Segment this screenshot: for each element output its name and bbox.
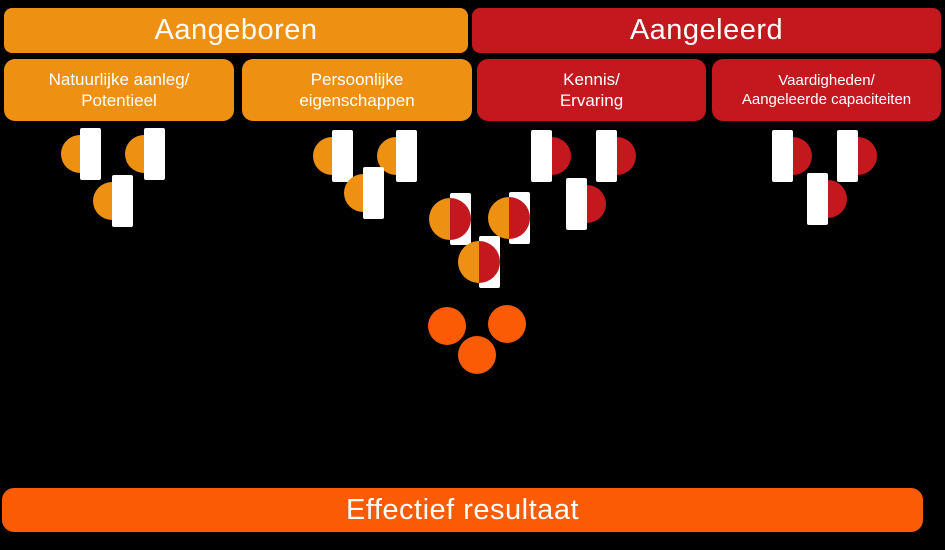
solid-orange-circle-icon [488, 305, 526, 343]
result-bar: Effectief resultaat [2, 488, 923, 532]
half-red-circle-icon [596, 130, 638, 182]
category-persoonlijke-eigenschappen: Persoonlijke eigenschappen [242, 59, 472, 121]
header-aangeboren: Aangeboren [4, 8, 468, 53]
orange-red-split-circle-icon [458, 236, 500, 288]
half-orange-circle-icon [123, 128, 165, 180]
category-vaardigheden-line2: Aangeleerde capaciteiten [741, 91, 912, 108]
orange-red-split-circle-icon [429, 193, 471, 245]
result-bar-label: Effectief resultaat [345, 493, 580, 526]
category-vaardigheden: Vaardigheden/ Aangeleerde capaciteiten [712, 59, 941, 121]
category-vaardigheden-line1: Vaardigheden/ [778, 72, 875, 89]
half-red-circle-icon [531, 130, 573, 182]
category-persoonlijke-eigenschappen-line1: Persoonlijke [310, 70, 404, 89]
half-orange-circle-icon [311, 130, 353, 182]
category-natuurlijke-aanleg: Natuurlijke aanleg/ Potentieel [4, 59, 234, 121]
category-natuurlijke-aanleg-line2: Potentieel [81, 91, 157, 110]
category-persoonlijke-eigenschappen-line2: eigenschappen [299, 91, 415, 110]
half-red-circle-icon [566, 178, 608, 230]
half-red-circle-icon [837, 130, 879, 182]
half-orange-circle-icon [91, 175, 133, 227]
category-kennis-ervaring-line2: Ervaring [559, 91, 624, 110]
category-kennis-ervaring-line1: Kennis/ [563, 70, 620, 89]
header-aangeboren-label: Aangeboren [154, 14, 318, 46]
half-red-circle-icon [807, 173, 849, 225]
solid-orange-circle-icon [458, 336, 496, 374]
half-orange-circle-icon [342, 167, 384, 219]
half-red-circle-icon [772, 130, 814, 182]
orange-red-split-circle-icon [488, 192, 530, 244]
half-orange-circle-icon [59, 128, 101, 180]
category-natuurlijke-aanleg-line1: Natuurlijke aanleg/ [48, 70, 190, 89]
solid-orange-circle-icon [428, 307, 466, 345]
header-aangeleerd-label: Aangeleerd [629, 14, 784, 46]
header-aangeleerd: Aangeleerd [472, 8, 941, 53]
category-kennis-ervaring: Kennis/ Ervaring [477, 59, 706, 121]
